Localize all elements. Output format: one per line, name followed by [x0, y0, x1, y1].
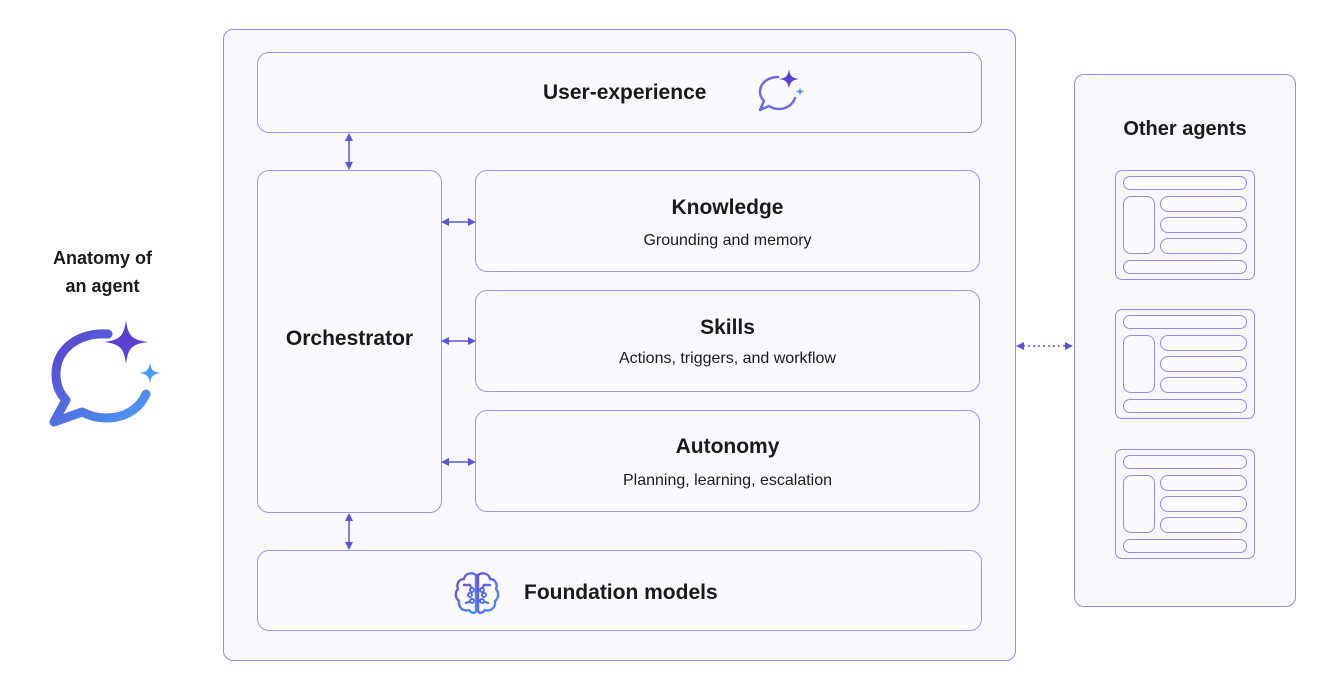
chat-sparkle-icon [758, 69, 805, 112]
orchestrator-title: Orchestrator [285, 327, 414, 350]
agent-card-row [1160, 238, 1247, 254]
agent-card-footer [1123, 260, 1247, 274]
agent-anatomy-label-line2: an agent [65, 276, 140, 296]
agent-card-row [1160, 377, 1247, 393]
agent-card-header [1123, 455, 1247, 469]
skills-box: Skills Actions, triggers, and workflow [475, 290, 980, 392]
agent-card-footer [1123, 539, 1247, 553]
skills-title: Skills [700, 316, 755, 339]
agent-card-row [1160, 196, 1247, 212]
agent-card-row [1160, 496, 1247, 512]
agent-card-row [1160, 356, 1247, 372]
knowledge-subtitle: Grounding and memory [643, 232, 812, 249]
agent-card [1115, 170, 1255, 280]
agent-card-row [1160, 475, 1247, 491]
agent-anatomy-label-line1: Anatomy of [53, 248, 152, 268]
foundation-models-title: Foundation models [524, 581, 718, 604]
autonomy-title: Autonomy [675, 435, 780, 458]
other-agents-title: Other agents [1123, 118, 1247, 140]
autonomy-box: Autonomy Planning, learning, escalation [475, 410, 980, 512]
user-experience-title: User-experience [543, 81, 707, 104]
knowledge-title: Knowledge [671, 196, 784, 219]
agent-card-header [1123, 176, 1247, 190]
autonomy-subtitle: Planning, learning, escalation [622, 472, 833, 489]
agent-card [1115, 449, 1255, 559]
agent-card-sidebar [1123, 335, 1155, 393]
agent-card-row [1160, 517, 1247, 533]
agent-card-row [1160, 217, 1247, 233]
agent-card [1115, 309, 1255, 419]
orchestrator-box: Orchestrator [257, 170, 442, 513]
brain-circuit-icon [454, 572, 500, 614]
foundation-models-box: Foundation models [257, 550, 982, 631]
agent-card-footer [1123, 399, 1247, 413]
skills-subtitle: Actions, triggers, and workflow [619, 350, 836, 367]
agent-card-sidebar [1123, 475, 1155, 533]
agent-card-header [1123, 315, 1247, 329]
chat-sparkle-icon [49, 320, 161, 427]
agent-card-row [1160, 335, 1247, 351]
user-experience-box: User-experience [257, 52, 982, 133]
agent-anatomy-label: Anatomy of an agent [20, 244, 185, 300]
agent-card-sidebar [1123, 196, 1155, 254]
knowledge-box: Knowledge Grounding and memory [475, 170, 980, 272]
